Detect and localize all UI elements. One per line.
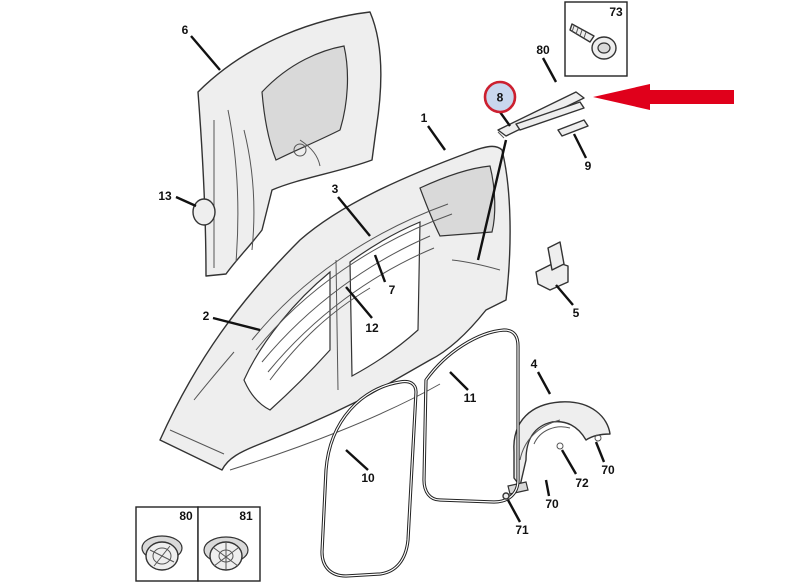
callout-11: 11 xyxy=(464,391,477,405)
callout-labels: 6 1 2 3 7 12 13 10 11 4 5 9 80 70 72 70 … xyxy=(158,23,615,537)
part-5-bracket xyxy=(535,241,569,291)
callout-12: 12 xyxy=(365,321,379,335)
detail-box-73-label: 73 xyxy=(609,5,623,19)
callout-4: 4 xyxy=(531,357,538,371)
part-13-round-plug xyxy=(192,198,216,226)
callout-10: 10 xyxy=(361,471,375,485)
part-3-roof-rail xyxy=(251,203,453,351)
part-12-lower-rail xyxy=(269,287,371,381)
clip-81-icon xyxy=(203,536,249,571)
callout-72: 72 xyxy=(575,476,589,490)
leader-lines xyxy=(175,35,606,523)
fastener-71 xyxy=(502,492,510,500)
callout-7: 7 xyxy=(389,283,396,297)
clip-80-icon xyxy=(141,535,183,571)
part-9-clip-strip xyxy=(557,119,589,137)
detail-box-81-label: 81 xyxy=(239,509,253,523)
part-4-wheel-arch-liner xyxy=(507,401,611,495)
detail-box-80: 80 xyxy=(135,506,199,582)
callout-71: 71 xyxy=(515,523,529,537)
callout-8: 8 xyxy=(497,91,504,105)
part-6-quarter-inner-panel xyxy=(197,11,382,277)
callout-9: 9 xyxy=(585,159,592,173)
part-11-rear-door-seal xyxy=(422,328,520,504)
callout-1: 1 xyxy=(421,111,428,125)
detail-box-80-label: 80 xyxy=(179,509,193,523)
callout-70-right: 70 xyxy=(601,463,615,477)
part-7-drip-rail xyxy=(261,235,435,373)
detail-box-73: 73 xyxy=(564,1,628,77)
highlight-circle-8: 8 xyxy=(483,80,517,114)
highlight-arrow xyxy=(593,84,734,110)
detail-box-81: 81 xyxy=(197,506,261,582)
screw-73-icon xyxy=(569,23,617,60)
callout-2: 2 xyxy=(203,309,210,323)
callout-80: 80 xyxy=(536,43,550,57)
callout-5: 5 xyxy=(573,306,580,320)
part-8-moulding-strip xyxy=(497,91,585,139)
callout-13: 13 xyxy=(158,189,172,203)
callout-3: 3 xyxy=(332,182,339,196)
part-10-front-door-seal xyxy=(320,379,418,578)
callout-70-bottom: 70 xyxy=(545,497,559,511)
callout-6: 6 xyxy=(182,23,189,37)
